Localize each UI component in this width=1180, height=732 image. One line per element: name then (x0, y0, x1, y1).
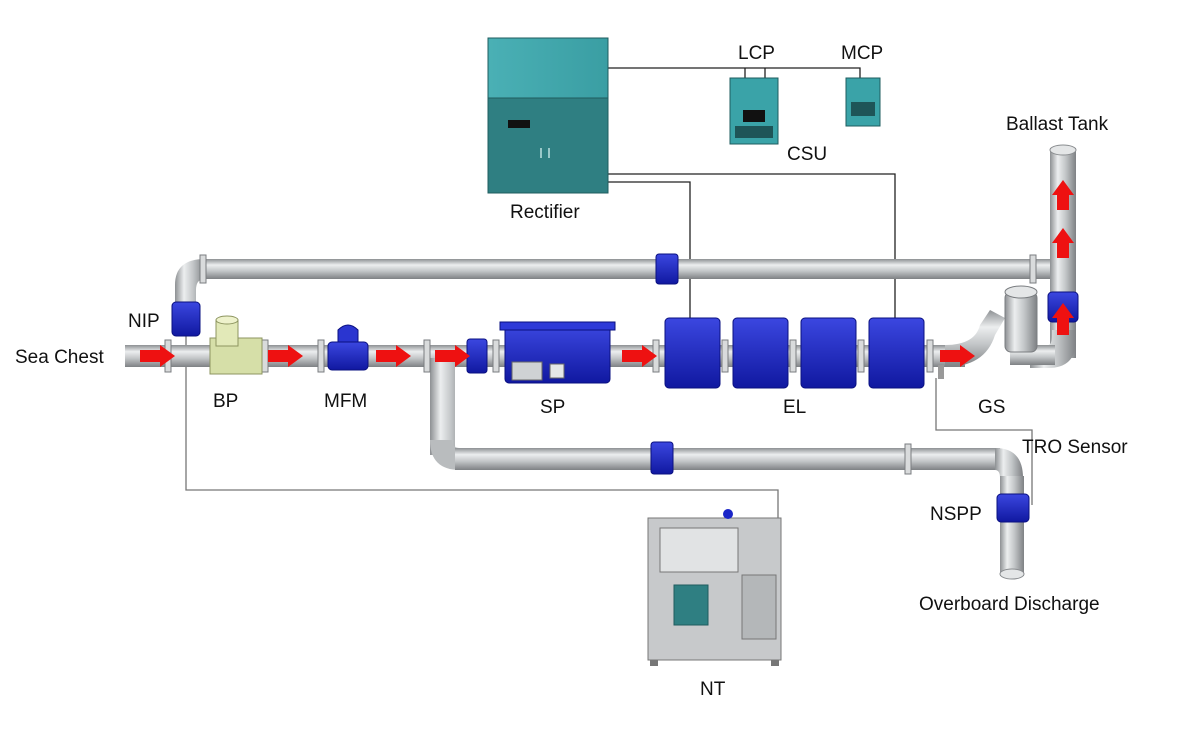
nt-tank-unit (647, 509, 782, 666)
discharge-elbow-right (995, 448, 1023, 478)
tro-sensor-line (935, 378, 1033, 505)
mfm-flowmeter (327, 324, 369, 371)
flow-arrows (140, 180, 1074, 367)
el-electrolyser-units (664, 317, 925, 389)
nip-valve (171, 301, 201, 337)
sp-filter (499, 321, 616, 384)
label-mcp: MCP (841, 43, 884, 64)
bypass-valve (655, 253, 679, 285)
label-nip: NIP (128, 311, 160, 332)
label-sea-chest: Sea Chest (15, 347, 104, 368)
label-bp: BP (213, 391, 239, 412)
flow-arrow (622, 345, 657, 367)
label-overboard-discharge: Overboard Discharge (919, 594, 1100, 615)
mcp-panel (845, 77, 881, 127)
flow-arrow (1052, 303, 1074, 335)
label-mfm: MFM (324, 391, 368, 412)
label-nspp: NSPP (930, 504, 982, 525)
lcp-panel (729, 77, 779, 145)
lcp-link-line (744, 68, 766, 78)
label-ballast-tank: Ballast Tank (1006, 114, 1109, 135)
overboard-pipe (1000, 476, 1024, 576)
discharge-valve (650, 441, 674, 475)
rectifier-to-el1-line (608, 181, 691, 320)
valves (171, 253, 1079, 523)
discharge-drop (430, 358, 465, 455)
gs-separator (938, 285, 1038, 379)
discharge-elbow-left (430, 440, 460, 470)
discharge-pipe (455, 448, 1000, 470)
label-el: EL (783, 397, 807, 418)
flow-arrow (140, 345, 175, 367)
label-rectifier: Rectifier (510, 202, 580, 223)
label-tro-sensor: TRO Sensor (1022, 437, 1128, 458)
flow-arrow (1052, 180, 1074, 210)
rectifier-to-el4-line (608, 173, 896, 320)
label-sp: SP (540, 397, 566, 418)
label-gs: GS (978, 397, 1006, 418)
label-nt: NT (700, 679, 726, 700)
flow-arrow (376, 345, 411, 367)
flow-arrow (435, 345, 470, 367)
flow-arrow (268, 345, 303, 367)
flow-arrow (1052, 228, 1074, 258)
label-lcp: LCP (738, 43, 775, 64)
flow-arrow (940, 345, 975, 367)
nspp-valve (996, 493, 1030, 523)
rectifier-cabinet (487, 37, 609, 194)
label-csu: CSU (787, 144, 828, 165)
rectifier-to-csu-line (608, 67, 861, 78)
bypass-pipe (205, 259, 1065, 279)
bp-pump (209, 315, 263, 375)
